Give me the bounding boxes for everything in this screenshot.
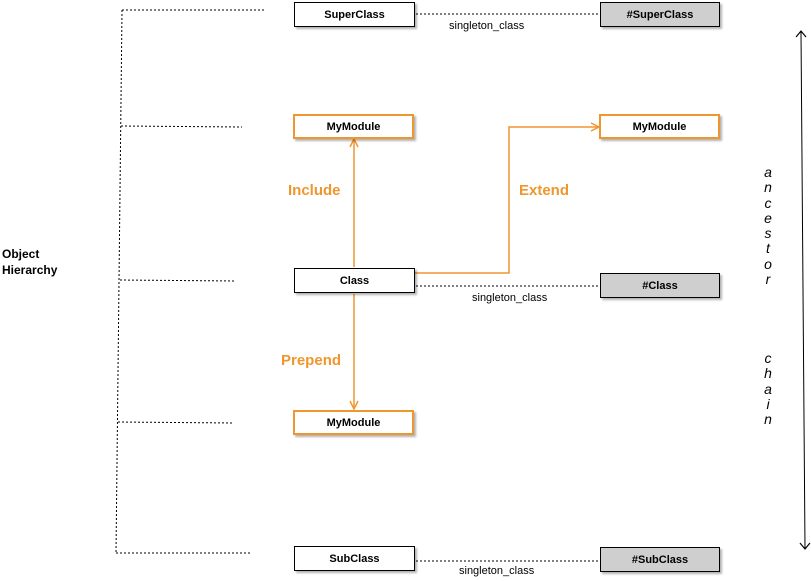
ancestor-letter: r — [765, 271, 771, 288]
prepend-label: Prepend — [281, 352, 342, 369]
singleton-class-box: #Class — [600, 273, 720, 298]
class-box: Class — [294, 268, 415, 293]
ancestor-letter: a — [764, 164, 772, 180]
ancestor-letter: t — [766, 240, 770, 257]
superclass-box: SuperClass — [294, 2, 415, 27]
mymodule-included-box: MyModule — [293, 114, 414, 139]
singleton-label-superclass: singleton_class — [449, 20, 525, 32]
ancestor-letter: n — [764, 179, 772, 196]
hierarchy-bracket — [115, 9, 264, 554]
ancestor-letter: c — [764, 194, 772, 211]
chain-letter: i — [766, 395, 770, 412]
chain-letter: h — [764, 365, 772, 382]
singleton-superclass-box: #SuperClass — [600, 2, 720, 27]
extend-arrow — [415, 127, 599, 274]
extend-label: Extend — [519, 182, 570, 199]
object-hierarchy-label: Object Hierarchy — [2, 246, 57, 278]
ancestor-word: a n c e s t o r — [762, 164, 774, 288]
singleton-label-class: singleton_class — [472, 292, 548, 304]
singleton-label-subclass: singleton_class — [459, 565, 535, 577]
mymodule-prepended-box: MyModule — [293, 410, 414, 435]
singleton-subclass-box: #SubClass — [600, 547, 720, 572]
chain-letter: n — [764, 411, 772, 428]
ancestor-letter: e — [764, 209, 772, 226]
ancestor-letter: o — [764, 255, 772, 272]
mymodule-extended-box: MyModule — [599, 114, 720, 139]
include-label: Include — [288, 182, 341, 199]
subclass-box: SubClass — [294, 546, 415, 571]
ancestor-chain-arrow — [795, 30, 811, 550]
hierarchy-label-line-2: Hierarchy — [2, 263, 58, 277]
ancestor-letter: s — [764, 225, 772, 242]
singleton-links — [416, 13, 600, 562]
chain-letter: c — [764, 350, 772, 366]
chain-letter: a — [764, 380, 772, 397]
chain-word: c h a i n — [762, 350, 774, 428]
hierarchy-label-line-1: Object — [2, 247, 40, 261]
